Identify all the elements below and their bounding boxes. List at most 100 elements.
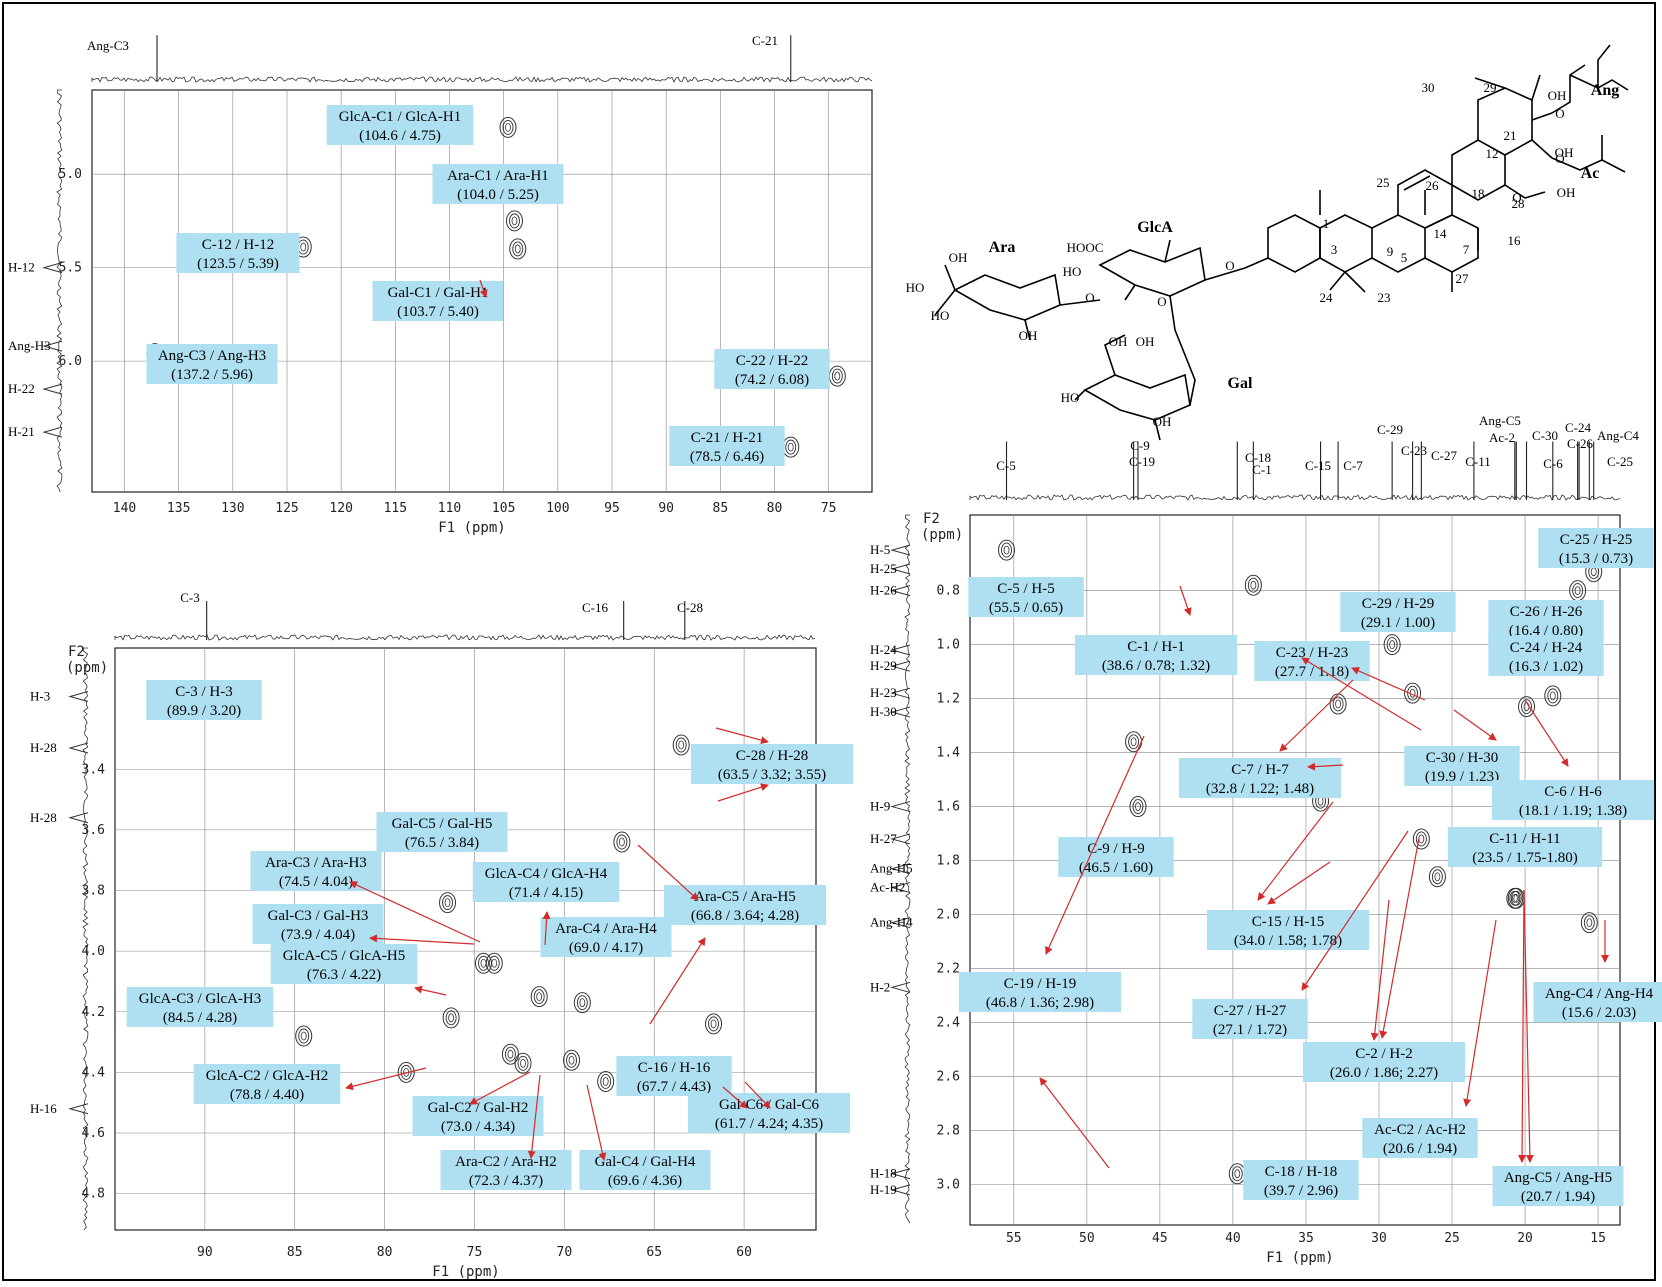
- peak-contour-mid: [1332, 696, 1344, 712]
- peak-label-shifts: (71.4 / 4.15): [509, 885, 583, 901]
- peak-contour-mid: [533, 989, 545, 1005]
- peak-label-bg: [669, 426, 785, 466]
- peak-contour-inner: [300, 242, 307, 252]
- cross-peak: [509, 238, 527, 260]
- peak-contour-inner: [300, 1031, 307, 1041]
- peak-label: C-1 / H-1(38.6 / 0.78; 1.32): [1074, 635, 1238, 675]
- peak-label-bg: [663, 885, 827, 925]
- x-tick-label: 65: [646, 1245, 662, 1260]
- x-tick-label: 40: [1225, 1231, 1241, 1246]
- peak-label-assignment: Gal-C5 / Gal-H5: [392, 816, 493, 832]
- side-spectrum-peak: [890, 981, 911, 993]
- side-spectrum-peak: [890, 660, 911, 672]
- y-axis-title: F2: [68, 644, 85, 660]
- assignment-arrow: [717, 783, 769, 802]
- peak-contour-mid: [502, 119, 514, 135]
- atom-number: 18: [1472, 186, 1485, 201]
- side-spectrum-label: H-12: [8, 260, 35, 275]
- side-spectrum-peak: [42, 340, 63, 352]
- peak-label: C-28 / H-28(63.5 / 3.32; 3.55): [690, 744, 854, 784]
- substituent-label: OH: [1555, 145, 1574, 160]
- cross-peak: [1125, 731, 1143, 753]
- peak-label-assignment: C-16 / H-16: [638, 1060, 711, 1076]
- peak-contour-outer: [397, 1061, 415, 1083]
- y-tick-label: 4.8: [82, 1187, 105, 1202]
- side-spectrum-peak: [890, 563, 911, 575]
- peak-label-shifts: (137.2 / 5.96): [171, 367, 253, 383]
- peak-label-assignment: Ara-C3 / Ara-H3: [265, 855, 367, 871]
- peak-label-assignment: Gal-C2 / Gal-H2: [428, 1100, 529, 1116]
- peak-label-shifts: (89.9 / 3.20): [167, 703, 241, 719]
- peak-contour-mid: [616, 834, 628, 850]
- side-spectrum-label: H-22: [8, 381, 35, 396]
- peak-label-shifts: (67.7 / 4.43): [637, 1079, 711, 1095]
- peak-label-bg: [252, 904, 384, 944]
- peak-label-assignment: C-7 / H-7: [1231, 762, 1289, 778]
- side-spectrum-label: H-18: [870, 1166, 897, 1181]
- peak-label-shifts: (32.8 / 1.22; 1.48): [1206, 781, 1314, 797]
- cross-peak: [442, 1007, 460, 1029]
- cross-peak: [672, 734, 690, 756]
- peak-label: C-27 / H-27(27.1 / 1.72): [1192, 999, 1308, 1039]
- side-spectrum-label: H-26: [870, 583, 897, 598]
- peak-label-assignment: Gal-C1 / Gal-H1: [388, 285, 489, 301]
- peak-contour-outer: [1428, 866, 1446, 888]
- peak-contour-mid: [1128, 734, 1140, 750]
- cross-peak: [573, 992, 591, 1014]
- side-spectrum-peak: [890, 833, 911, 845]
- peak-contour-mid: [517, 1055, 529, 1071]
- peak-label-assignment: C-21 / H-21: [691, 430, 764, 446]
- atom-number: 14: [1434, 226, 1448, 241]
- x-tick-label: 90: [658, 501, 674, 516]
- peak-label-assignment: C-18 / H-18: [1265, 1164, 1338, 1180]
- peak-contour-mid: [1547, 688, 1559, 704]
- peak-contour-inner: [444, 898, 451, 908]
- assignment-arrow: [1301, 830, 1409, 991]
- x-tick-label: 25: [1444, 1231, 1460, 1246]
- peak-contour-mid: [1521, 699, 1532, 715]
- x-tick-label: 130: [221, 501, 244, 516]
- peak-label-bg: [126, 987, 274, 1027]
- substituent-label: OH: [1136, 334, 1155, 349]
- peak-label: Gal-C5 / Gal-H5(76.5 / 3.84): [376, 812, 508, 852]
- side-spectrum-peak: [42, 426, 63, 438]
- peak-contour-mid: [298, 1028, 310, 1044]
- peak-contour-mid: [785, 439, 797, 455]
- cross-peak: [998, 539, 1016, 561]
- peak-label-bg: [250, 851, 382, 891]
- atom-number: 23: [1378, 290, 1391, 305]
- y-tick-label: 4.0: [82, 944, 105, 959]
- peak-label-shifts: (69.0 / 4.17): [569, 940, 643, 956]
- peak-label-bg: [714, 349, 830, 389]
- peak-label-shifts: (74.5 / 4.04): [279, 874, 353, 890]
- peak-label: Gal-C4 / Gal-H4(69.6 / 4.36): [579, 1150, 711, 1190]
- peak-label-bg: [1254, 641, 1370, 681]
- peak-contour-inner: [1003, 545, 1010, 555]
- peak-label-assignment: C-5 / H-5: [997, 581, 1055, 597]
- peak-label: Ara-C4 / Ara-H4(69.0 / 4.17): [540, 917, 672, 957]
- peak-contour-inner: [1549, 691, 1556, 701]
- fragment-label: Ang: [1591, 82, 1619, 99]
- peak-label: Ang-C5 / Ang-H5(20.7 / 1.94): [1492, 1166, 1624, 1206]
- cross-peak: [1404, 682, 1422, 704]
- peak-contour-inner: [710, 1019, 717, 1029]
- peak-contour-outer: [501, 1043, 519, 1065]
- y-tick-label: 5.0: [59, 167, 82, 182]
- peak-contour-inner: [448, 1013, 455, 1023]
- x-tick-label: 50: [1079, 1231, 1095, 1246]
- peak-label-shifts: (18.1 / 1.19; 1.38): [1519, 803, 1627, 819]
- top-spectrum-label: C-6: [1543, 456, 1563, 471]
- substituent-label: HOOC: [1067, 240, 1104, 255]
- peak-label-assignment: C-6 / H-6: [1544, 784, 1602, 800]
- x-tick-label: 110: [438, 501, 461, 516]
- peak-contour-inner: [514, 244, 521, 254]
- side-spectrum-label: Ac-H2: [870, 880, 905, 895]
- top-spectrum-label: C-24: [1565, 420, 1592, 435]
- substituent-label: O: [1512, 190, 1521, 205]
- peak-contour-mid: [445, 1010, 457, 1026]
- peak-label-bg: [376, 812, 508, 852]
- y-tick-label: 3.4: [82, 762, 106, 777]
- substituent-label: HO: [1063, 264, 1082, 279]
- side-spectrum-label: H-5: [870, 542, 890, 557]
